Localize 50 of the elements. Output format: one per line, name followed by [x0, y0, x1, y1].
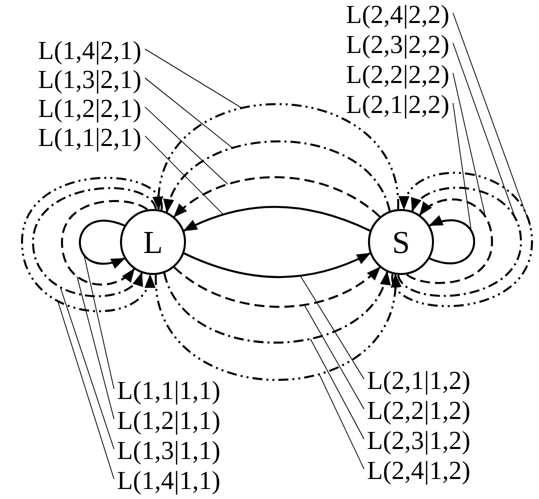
transition-label: L(1,4|2,1)	[38, 38, 142, 64]
leader-line	[452, 102, 472, 232]
transition-label: L(1,2|2,1)	[38, 96, 142, 122]
transition-label: L(2,3|2,2)	[346, 32, 450, 58]
transition-arrow	[154, 103, 400, 210]
transition-arrow	[184, 252, 371, 278]
transition-label: L(1,2|1,1)	[117, 408, 220, 434]
transition-label: L(1,4|1,1)	[117, 468, 220, 494]
leader-line	[84, 254, 114, 390]
transition-label: L(2,2|1,2)	[367, 398, 470, 424]
leader-line	[452, 42, 516, 218]
transition-arrow	[406, 198, 493, 284]
state-circle: L	[120, 209, 186, 275]
transition-label: L(1,1|1,1)	[117, 378, 220, 404]
leader-line	[144, 136, 224, 215]
transition-arrow	[32, 187, 157, 298]
leader-line	[144, 48, 242, 108]
transition-arrow	[183, 206, 370, 232]
transition-arrow	[154, 274, 400, 381]
state-circle: S	[368, 209, 434, 275]
transition-label: L(2,4|2,2)	[346, 2, 450, 28]
transition-arrow	[428, 216, 476, 264]
leader-line	[300, 275, 364, 380]
transition-label: L(2,1|1,2)	[367, 368, 470, 394]
transition-label: L(1,3|2,1)	[38, 67, 142, 93]
leader-line	[60, 286, 114, 450]
transition-arrow	[173, 176, 380, 218]
leader-line	[144, 78, 233, 148]
leader-line	[304, 304, 364, 410]
leader-line	[144, 106, 228, 185]
leader-line	[452, 12, 531, 226]
leader-line	[57, 300, 114, 480]
leader-line	[76, 276, 114, 420]
transition-label: L(2,4|1,2)	[367, 458, 470, 484]
transition-arrow	[61, 200, 148, 286]
leader-line	[318, 374, 364, 470]
transition-arrow	[397, 186, 522, 297]
transition-arrow	[174, 266, 381, 308]
transition-arrow	[163, 270, 388, 344]
transition-label: L(2,2|2,2)	[346, 62, 450, 88]
leader-line	[452, 72, 486, 218]
transition-label: L(1,3|1,1)	[117, 438, 220, 464]
leader-line	[310, 338, 364, 440]
transition-arrow	[78, 220, 126, 268]
transition-arrow	[21, 177, 162, 312]
transition-label: L(2,1|2,2)	[346, 92, 450, 118]
transition-arrow	[166, 140, 391, 214]
transition-label: L(1,1|2,1)	[38, 125, 142, 151]
transition-label: L(2,3|1,2)	[367, 428, 470, 454]
transition-arrow	[392, 172, 533, 307]
